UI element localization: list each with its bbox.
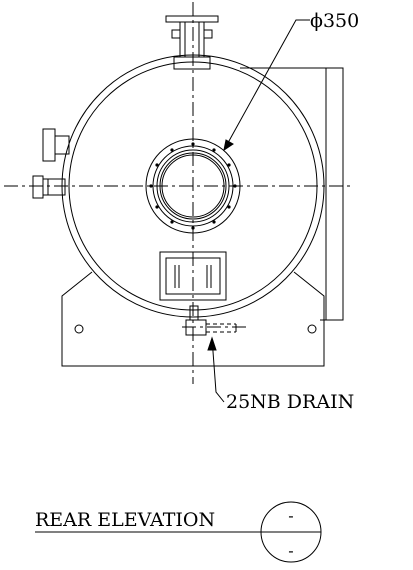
drain-leader bbox=[207, 336, 225, 403]
left-nozzle bbox=[32, 128, 70, 199]
view-title: REAR ELEVATION - - bbox=[35, 501, 322, 563]
drain-label: 25NB DRAIN bbox=[226, 391, 354, 413]
left-bolt-hole bbox=[74, 324, 84, 334]
drain-fitting bbox=[185, 305, 237, 336]
diameter-label: ϕ350 bbox=[310, 10, 359, 32]
section-symbol-top: - bbox=[288, 506, 293, 525]
right-bolt-hole bbox=[307, 324, 317, 334]
section-symbol-bottom: - bbox=[288, 541, 293, 560]
top-nozzle bbox=[165, 15, 219, 70]
center-lines bbox=[4, 2, 352, 384]
diameter-leader bbox=[223, 19, 310, 152]
view-title-text: REAR ELEVATION bbox=[35, 509, 215, 531]
port-bolt-holes bbox=[149, 142, 237, 230]
side-casing bbox=[240, 67, 344, 321]
